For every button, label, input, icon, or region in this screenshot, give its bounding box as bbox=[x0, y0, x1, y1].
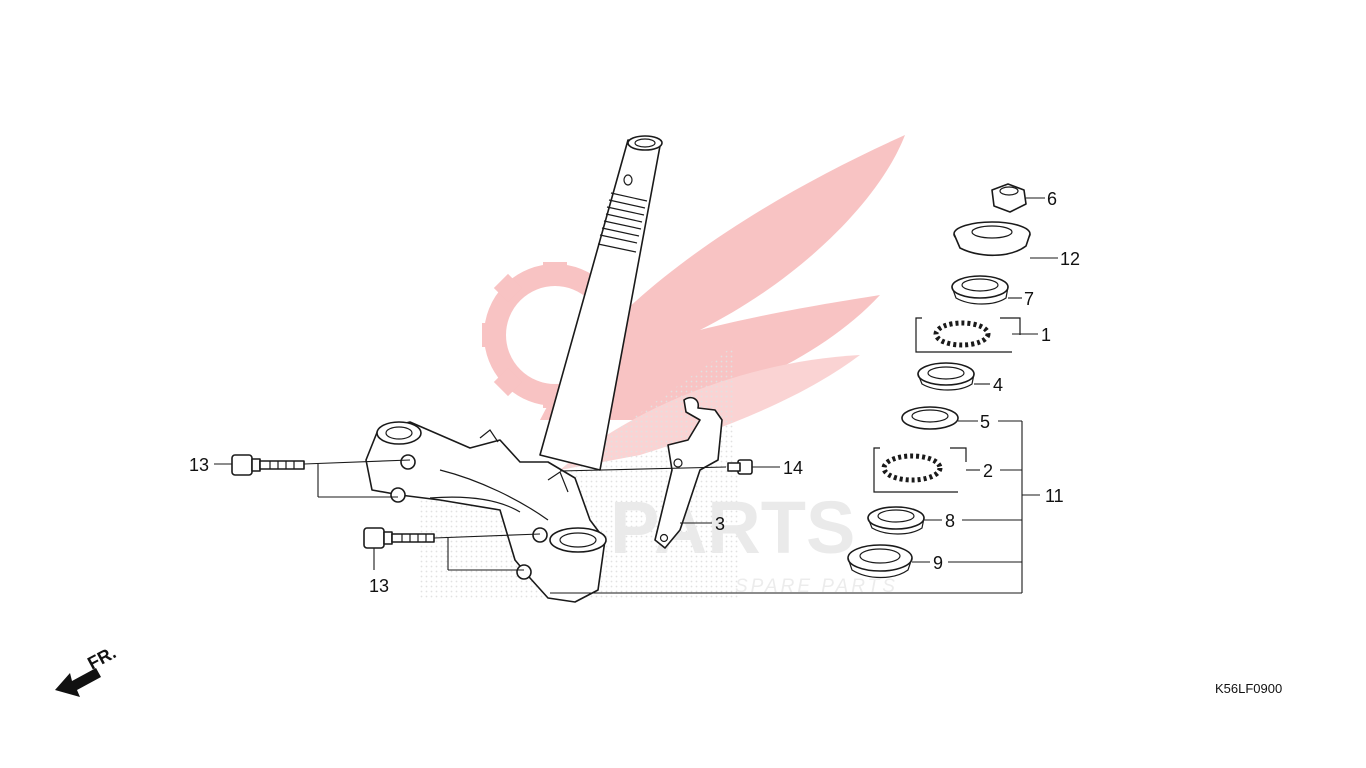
bolt-part-13-upper bbox=[231, 454, 305, 476]
diagram-code: K56LF0900 bbox=[1215, 681, 1282, 696]
dust-seal-part-9 bbox=[847, 544, 913, 579]
callout-3: 3 bbox=[715, 514, 725, 534]
watermark-tagline: SPARE PARTS bbox=[735, 576, 898, 597]
callout-2: 2 bbox=[983, 461, 993, 481]
ball-bearing-part-2 bbox=[873, 447, 967, 493]
callout-9: 9 bbox=[933, 553, 943, 573]
lock-nut-part-6 bbox=[991, 183, 1027, 213]
callout-5: 5 bbox=[980, 412, 990, 432]
steering-stem bbox=[365, 135, 663, 603]
callout-12: 12 bbox=[1060, 249, 1080, 269]
ball-bearing-part-1 bbox=[915, 317, 1021, 353]
race-part-4 bbox=[917, 362, 975, 391]
race-part-8 bbox=[867, 506, 925, 535]
watermark-brand-text: PARTS bbox=[610, 486, 855, 569]
callout-6: 6 bbox=[1047, 189, 1057, 209]
bracket-part-3 bbox=[654, 396, 723, 549]
callout-7: 7 bbox=[1024, 289, 1034, 309]
bolt-part-13-lower bbox=[363, 527, 435, 549]
callout-1: 1 bbox=[1041, 325, 1051, 345]
callout-14: 14 bbox=[783, 458, 803, 478]
front-arrow-icon bbox=[55, 668, 101, 697]
callout-8: 8 bbox=[945, 511, 955, 531]
callout-4: 4 bbox=[993, 375, 1003, 395]
dust-seal-part-5 bbox=[901, 406, 959, 430]
leader-lines bbox=[214, 197, 1058, 594]
race-part-7 bbox=[951, 275, 1009, 305]
callout-11: 11 bbox=[1045, 486, 1064, 506]
callout-13-upper: 13 bbox=[189, 455, 209, 475]
front-indicator-label: FR. bbox=[84, 642, 119, 673]
cone-race-part-12 bbox=[953, 221, 1031, 257]
callout-13-lower: 13 bbox=[369, 576, 389, 596]
